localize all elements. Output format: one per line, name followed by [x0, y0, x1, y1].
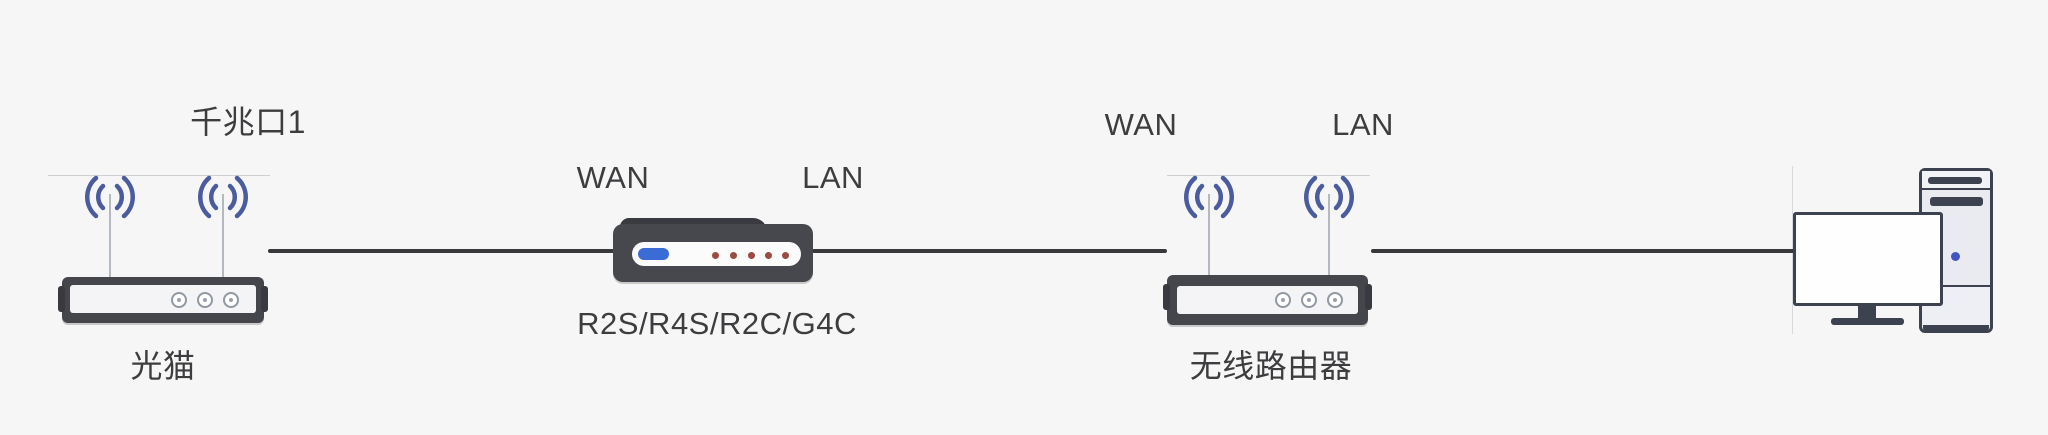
- led-indicator: [171, 292, 187, 308]
- led-indicator: [197, 292, 213, 308]
- led-indicator: [223, 292, 239, 308]
- monitor-stand-base: [1831, 318, 1904, 325]
- softrouter-model-label: R2S/R4S/R2C/G4C: [577, 306, 857, 341]
- guide-line-modem: [48, 175, 270, 176]
- drive-bay-slot: [1928, 177, 1982, 184]
- modem-name-label: 光猫: [130, 348, 196, 384]
- wifi-antenna-icon: [1181, 175, 1237, 219]
- led-indicator: [1301, 292, 1317, 308]
- softrouter-wan-label: WAN: [576, 160, 650, 195]
- tower-bottom-bar: [1923, 325, 1989, 331]
- router-name-label: 无线路由器: [1189, 348, 1353, 384]
- port-dot: [712, 252, 719, 259]
- modem-port-label: 千兆口1: [190, 104, 306, 140]
- cable-softrouter-to-router: [812, 249, 1167, 253]
- monitor-stand-neck: [1858, 306, 1876, 319]
- tower-divider: [1922, 188, 1990, 190]
- pc-monitor: [1793, 212, 1943, 306]
- wifi-antenna-icon: [1301, 175, 1357, 219]
- router-lan-label: LAN: [1332, 107, 1394, 142]
- cable-router-to-pc: [1371, 249, 1795, 253]
- led-indicator: [1275, 292, 1291, 308]
- softrouter-lan-label: LAN: [802, 160, 864, 195]
- antenna-stem: [1208, 194, 1210, 278]
- wifi-antenna-icon: [82, 175, 138, 219]
- port-dot: [782, 252, 789, 259]
- tower-divider: [1922, 285, 1990, 287]
- port-dot: [765, 252, 772, 259]
- router-wan-label: WAN: [1104, 107, 1178, 142]
- antenna-stem: [1328, 194, 1330, 278]
- power-led: [1951, 252, 1960, 261]
- port-dot: [748, 252, 755, 259]
- port-dot: [730, 252, 737, 259]
- led-indicator: [1327, 292, 1343, 308]
- cable-modem-to-softrouter: [268, 249, 615, 253]
- drive-bay-slot: [1930, 197, 1983, 206]
- antenna-stem: [109, 194, 111, 280]
- antenna-stem: [222, 194, 224, 280]
- wifi-antenna-icon: [195, 175, 251, 219]
- guide-line-router: [1167, 175, 1370, 176]
- softrouter-status-pill: [638, 248, 669, 260]
